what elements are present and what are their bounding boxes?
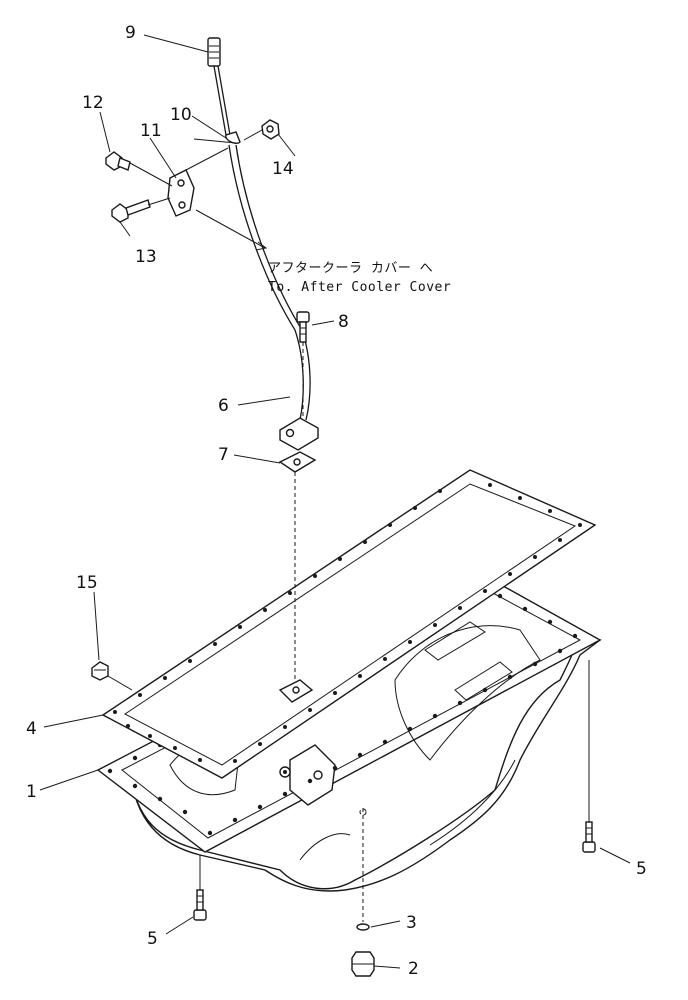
gasket-holes xyxy=(113,483,582,763)
callout-10: 10 xyxy=(170,105,192,125)
callout-3: 3 xyxy=(406,913,417,933)
callout-8: 8 xyxy=(338,312,349,332)
bolt-8 xyxy=(296,311,310,418)
leader-lines xyxy=(39,34,631,969)
bolt-5-right xyxy=(582,660,596,853)
callout-7: 7 xyxy=(218,445,229,465)
callout-11: 11 xyxy=(140,121,162,141)
note-japanese: アフタークーラ カバー へ xyxy=(268,261,433,276)
nut-14 xyxy=(261,119,280,140)
bolt-5-left xyxy=(193,855,207,921)
callout-14: 14 xyxy=(272,159,294,179)
callout-5-right: 5 xyxy=(636,859,647,879)
callout-1: 1 xyxy=(26,782,37,802)
callout-labels: 9 10 11 12 13 14 8 6 7 15 4 1 5 5 3 2 xyxy=(26,23,647,979)
callout-2: 2 xyxy=(408,959,419,979)
callout-12: 12 xyxy=(82,93,104,113)
callout-5-left: 5 xyxy=(147,929,158,949)
callout-9: 9 xyxy=(125,23,136,43)
gasket xyxy=(101,469,597,779)
destination-note: アフタークーラ カバー へ To. After Cooler Cover xyxy=(268,261,451,295)
oil-pan xyxy=(96,571,602,892)
bracket xyxy=(167,147,229,217)
callout-4: 4 xyxy=(26,719,37,739)
callout-13: 13 xyxy=(135,247,157,267)
plug-15 xyxy=(91,661,109,681)
note-english: To. After Cooler Cover xyxy=(268,280,451,295)
tube-gasket xyxy=(278,451,317,473)
callout-15: 15 xyxy=(76,573,98,593)
drain-plug xyxy=(351,808,375,977)
dipstick-gauge xyxy=(207,37,231,136)
callout-6: 6 xyxy=(218,396,229,416)
bolt-12 xyxy=(105,151,131,171)
bolt-13 xyxy=(111,199,151,223)
